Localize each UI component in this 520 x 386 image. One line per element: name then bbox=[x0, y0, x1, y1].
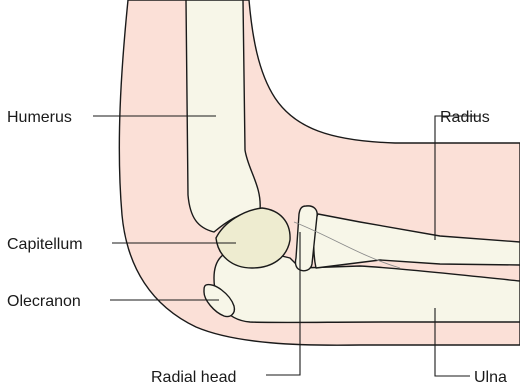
radial-head-label: Radial head bbox=[151, 369, 236, 386]
radius-label: Radius bbox=[440, 109, 490, 126]
ulna-label: Ulna bbox=[474, 369, 507, 386]
humerus-label: Humerus bbox=[7, 109, 72, 126]
capitellum-label: Capitellum bbox=[7, 236, 83, 253]
olecranon-label: Olecranon bbox=[7, 293, 81, 310]
